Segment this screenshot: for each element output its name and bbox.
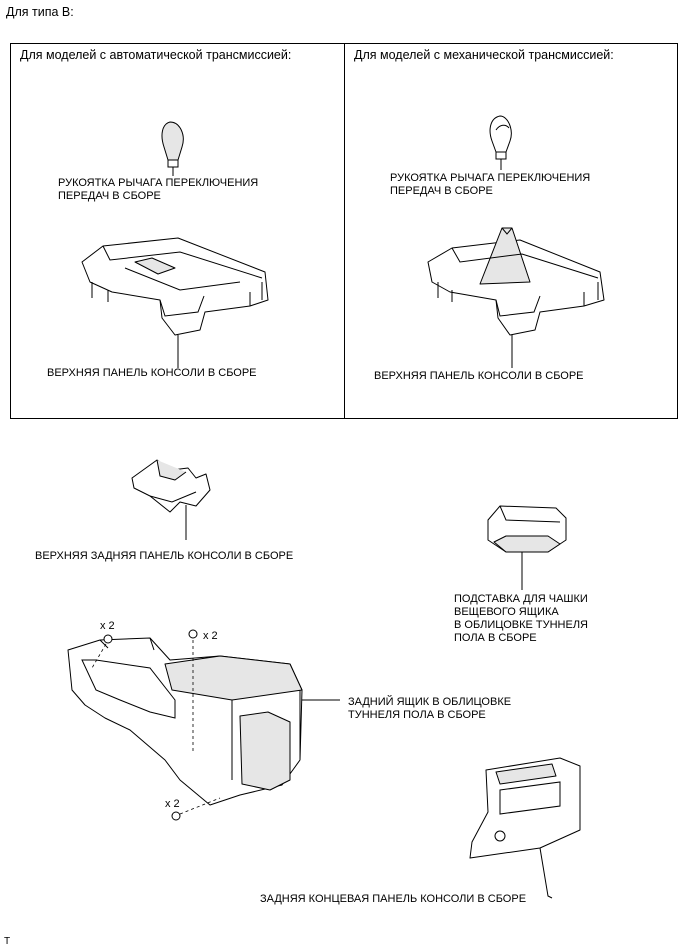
panel-divider (344, 43, 345, 419)
left-panel-header: Для моделей с автоматической трансмиссие… (20, 48, 292, 62)
cup-holder-label-2: ВЕЩЕВОГО ЯЩИКА (454, 606, 559, 618)
cup-holder (487, 505, 567, 590)
cup-holder-label-1: ПОДСТАВКА ДЛЯ ЧАШКИ (454, 593, 588, 605)
left-console-panel-label: ВЕРХНЯЯ ПАНЕЛЬ КОНСОЛИ В СБОРЕ (47, 367, 257, 379)
qty-bottom: x 2 (165, 798, 180, 810)
cup-holder-label-3: В ОБЛИЦОВКЕ ТУННЕЛЯ (454, 619, 588, 631)
rear-box-label-2: ТУННЕЛЯ ПОЛА В СБОРЕ (348, 709, 486, 721)
right-knob-label-2: ПЕРЕДАЧ В СБОРЕ (390, 185, 493, 197)
page-title: Для типа B: (6, 5, 74, 19)
upper-rear-console-panel (131, 459, 211, 540)
footer-mark: T (4, 936, 11, 947)
right-console-panel-label: ВЕРХНЯЯ ПАНЕЛЬ КОНСОЛИ В СБОРЕ (374, 370, 584, 382)
shift-knob-manual (489, 115, 512, 170)
right-knob-label-1: РУКОЯТКА РЫЧАГА ПЕРЕКЛЮЧЕНИЯ (390, 172, 591, 184)
upper-console-panel-manual (427, 227, 605, 368)
upper-console-panel-auto (81, 237, 269, 368)
qty-top-mid: x 2 (203, 630, 218, 642)
qty-top-left: x 2 (100, 620, 115, 632)
left-knob-label-1: РУКОЯТКА РЫЧАГА ПЕРЕКЛЮЧЕНИЯ (58, 177, 259, 189)
rear-box-label-1: ЗАДНИЙ ЯЩИК В ОБЛИЦОВКЕ (348, 696, 512, 708)
rear-console-box (67, 629, 340, 821)
cup-holder-label-4: ПОЛА В СБОРЕ (454, 632, 537, 644)
rear-end-panel (469, 757, 581, 899)
shift-knob-auto (161, 121, 184, 176)
left-knob-label-2: ПЕРЕДАЧ В СБОРЕ (58, 190, 161, 202)
right-panel-header: Для моделей с механической трансмиссией: (354, 48, 614, 62)
end-panel-label: ЗАДНЯЯ КОНЦЕВАЯ ПАНЕЛЬ КОНСОЛИ В СБОРЕ (260, 893, 527, 905)
upper-rear-panel-label: ВЕРХНЯЯ ЗАДНЯЯ ПАНЕЛЬ КОНСОЛИ В СБОРЕ (35, 550, 294, 562)
